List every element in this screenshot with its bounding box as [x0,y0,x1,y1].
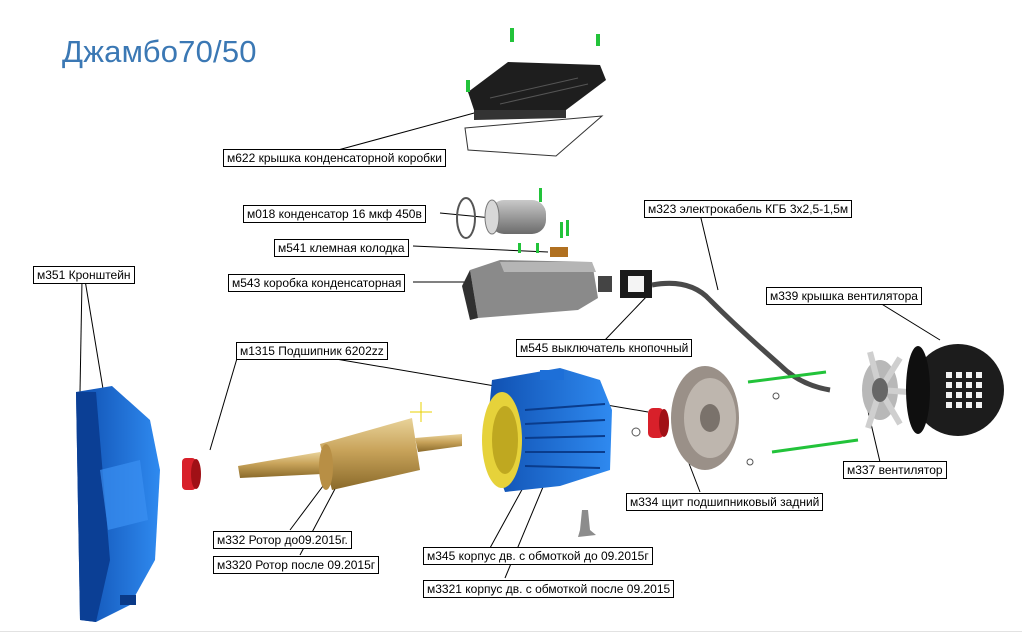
page-title: Джамбо70/50 [62,34,257,69]
label-cap-box: м543 коробка конденсаторная [228,274,406,292]
label-bracket: м351 Кронштейн [33,266,135,284]
label-rotor-new: м3320 Ротор после 09.2015г [213,556,380,574]
label-housing-old: м345 корпус дв. с обмоткой до 09.2015г [423,547,653,565]
screws-part [747,370,859,454]
label-rotor-old: м332 Ротор до09.2015г. [213,531,352,549]
crosshair-mark [410,402,432,422]
housing-part [482,368,612,537]
label-housing-new: м3321 корпус дв. с обмоткой после 09.201… [423,580,675,598]
label-capacitor: м018 конденсатор 16 мкф 450в [243,205,426,223]
label-fan: м337 вентилятор [843,461,947,479]
capacitor-part [456,188,569,239]
bracket-part [76,386,160,622]
label-terminal-block: м541 клемная колодка [274,239,409,257]
terminal-block-part [518,243,568,257]
label-switch: м545 выключатель кнопочный [516,339,693,357]
label-cable: м323 электрокабель КГБ 3х2,5-1,5м [644,200,853,218]
cable-part [651,280,831,393]
bearing-part-rear [648,408,669,438]
rotor-part [238,418,462,490]
fan-part [862,351,909,429]
rear-shield-part [631,366,780,470]
label-fan-cover: м339 крышка вентилятора [766,287,922,305]
label-cap-cover: м622 крышка конденсаторной коробки [223,149,446,167]
cover-part [464,28,606,157]
cap-box-part [462,260,652,320]
bottom-divider [0,631,1022,632]
label-bearing: м1315 Подшипник 6202zz [236,342,388,360]
label-rear-shield: м334 щит подшипниковый задний [626,493,824,511]
fan-cover-part [906,344,1004,436]
bearing-part-front [182,458,201,490]
